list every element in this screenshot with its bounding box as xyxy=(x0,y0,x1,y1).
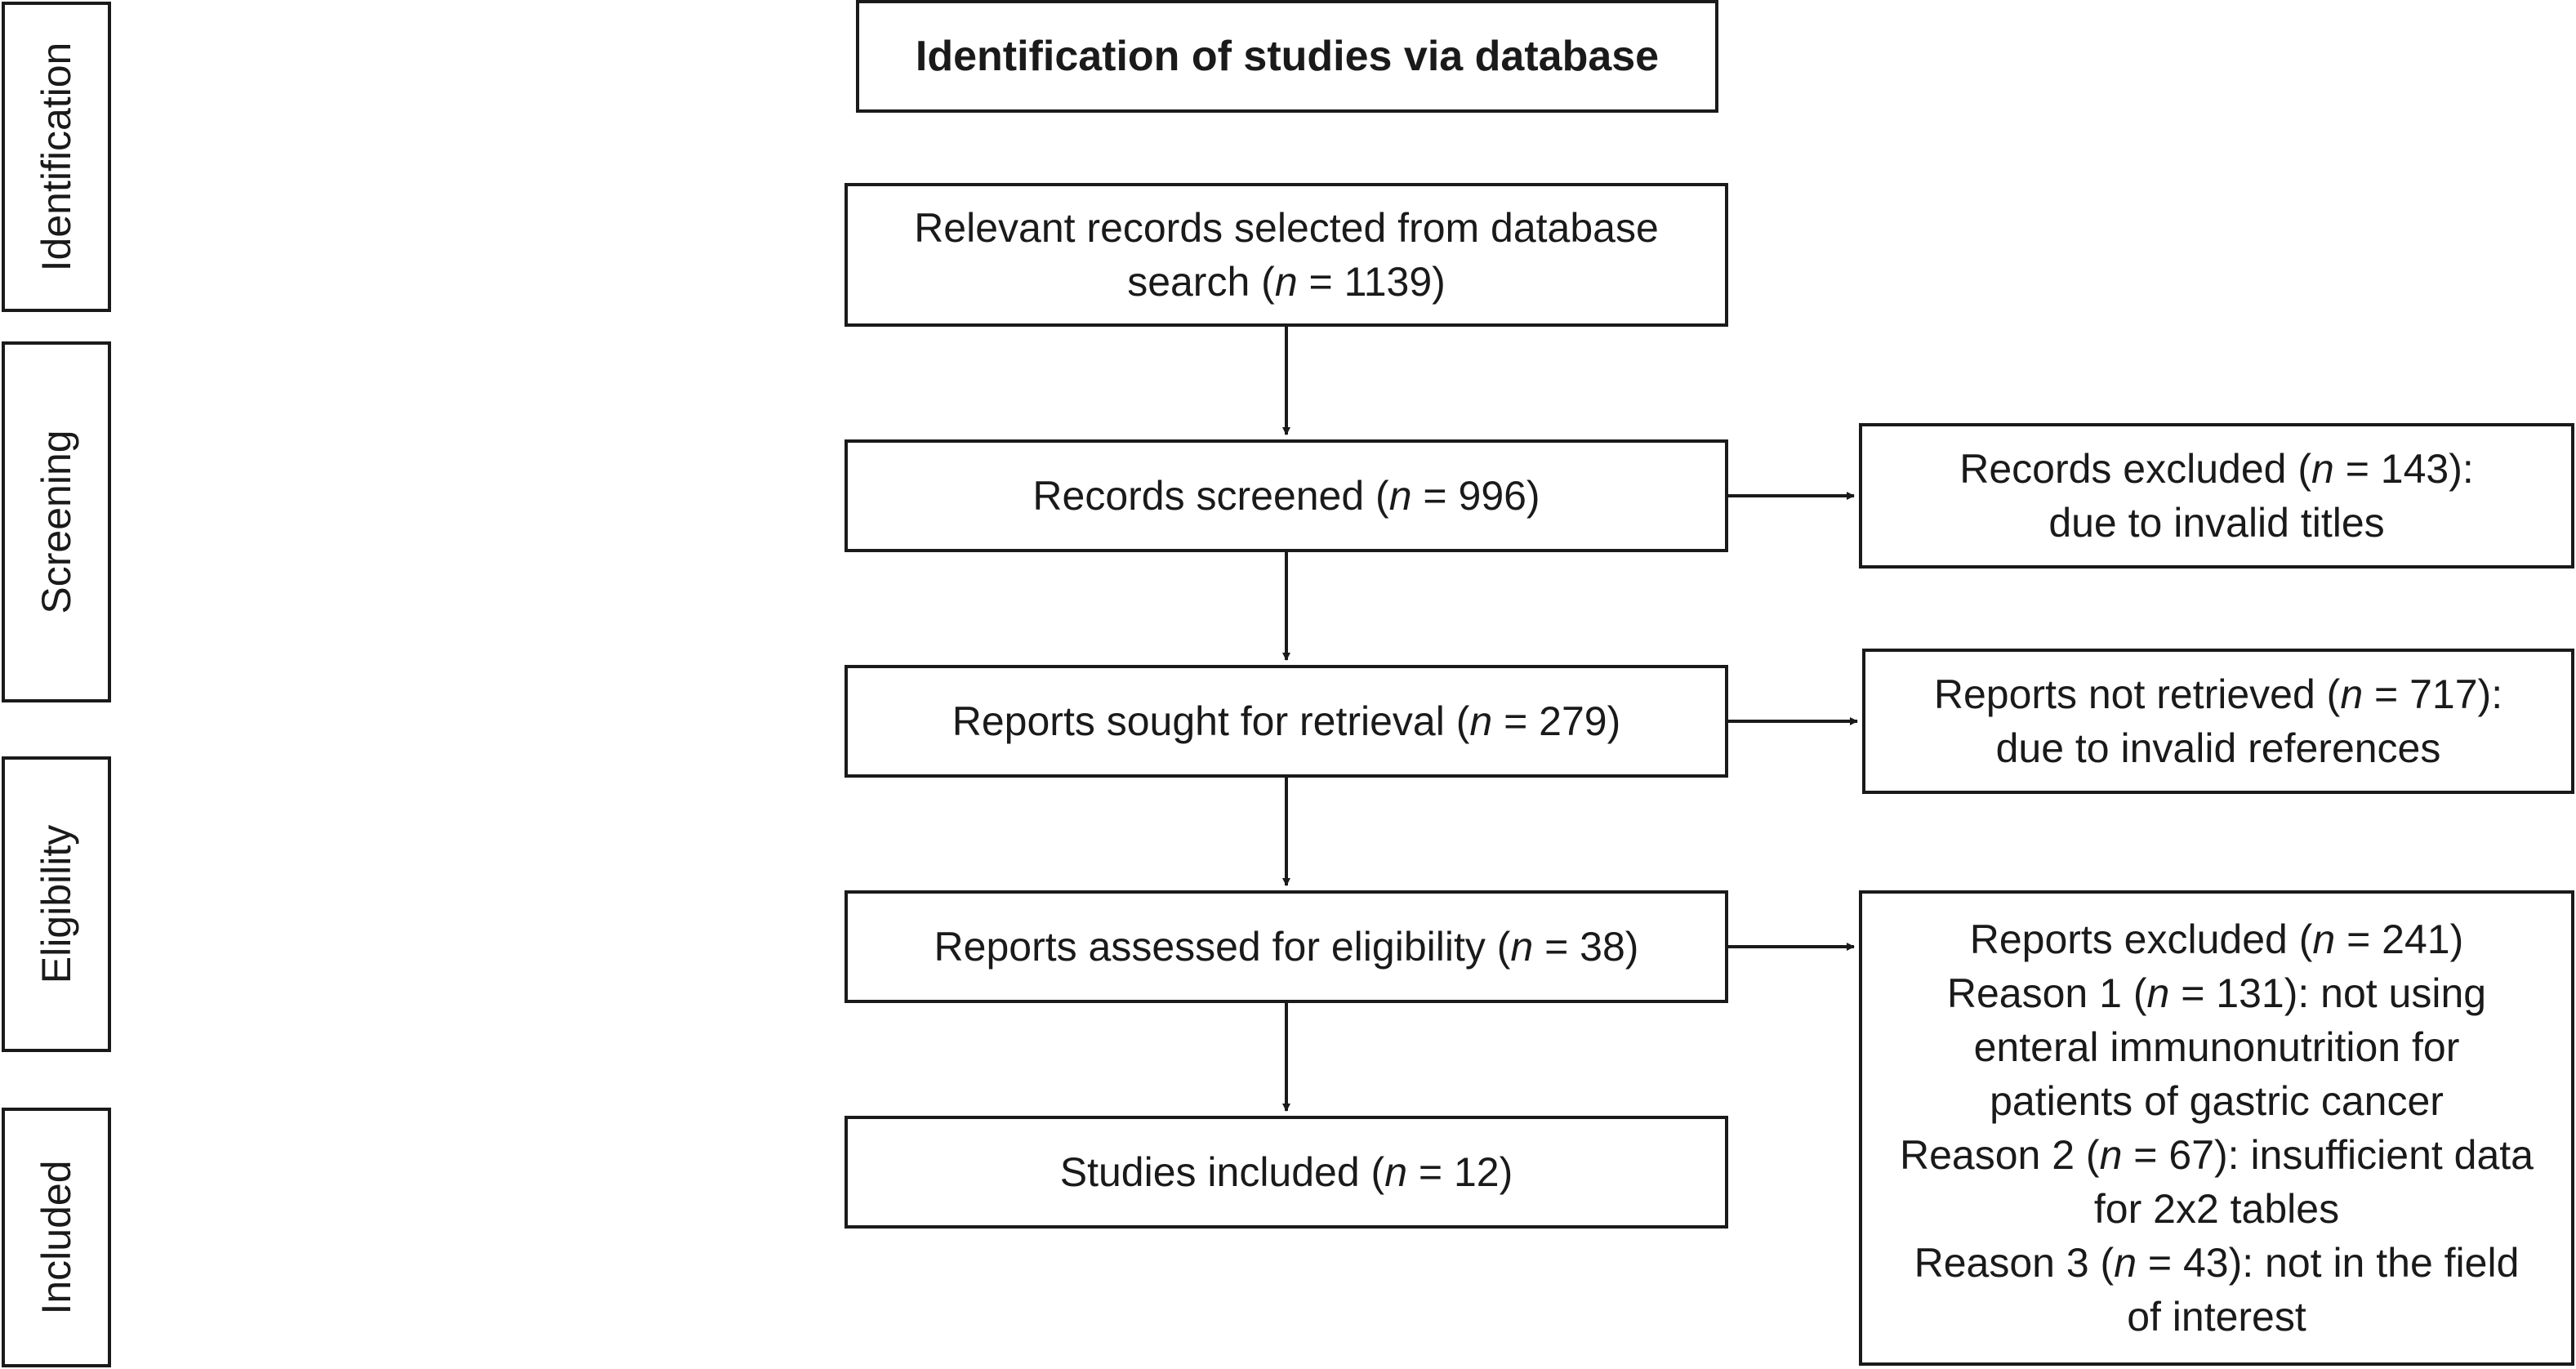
reports-excluded-box: Reports excluded (n = 241) Reason 1 (n =… xyxy=(1859,890,2574,1366)
diagram-title: Identification of studies via database xyxy=(915,33,1660,80)
stage-eligibility: Eligibility xyxy=(2,756,111,1052)
reports-not-retrieved-count: = 717): xyxy=(2363,671,2503,717)
studies-included-count: = 12) xyxy=(1407,1149,1513,1195)
records-excluded-box: Records excluded (n = 143): due to inval… xyxy=(1859,423,2574,569)
records-selected-count: = 1139) xyxy=(1297,259,1446,305)
stage-screening: Screening xyxy=(2,341,111,702)
records-screened-box: Records screened (n = 996) xyxy=(845,439,1728,552)
stage-included: Included xyxy=(2,1108,111,1367)
reports-excluded-count: = 241) xyxy=(2335,916,2464,962)
reason-3: = 43): not in the field xyxy=(2137,1240,2520,1286)
records-excluded-reason: due to invalid titles xyxy=(2048,500,2385,546)
reports-sought-box: Reports sought for retrieval (n = 279) xyxy=(845,665,1728,778)
reports-assessed-box: Reports assessed for eligibility (n = 38… xyxy=(845,890,1728,1003)
reason-1: = 131): not using xyxy=(2169,970,2487,1016)
records-excluded-count: = 143): xyxy=(2333,446,2474,492)
reports-not-retrieved-reason: due to invalid references xyxy=(1995,725,2441,771)
records-selected-box: Relevant records selected from database … xyxy=(845,183,1728,327)
reports-assessed-count: = 38) xyxy=(1533,924,1639,970)
studies-included-box: Studies included (n = 12) xyxy=(845,1116,1728,1229)
records-selected-line1: Relevant records selected from database xyxy=(914,205,1659,251)
records-screened-count: = 996) xyxy=(1411,473,1540,519)
reports-not-retrieved-box: Reports not retrieved (n = 717): due to … xyxy=(1862,649,2574,794)
stage-identification: Identification xyxy=(2,2,111,312)
reports-sought-count: = 279) xyxy=(1492,698,1621,744)
diagram-title-box: Identification of studies via database xyxy=(856,0,1718,113)
reason-2: = 67): insufficient data xyxy=(2122,1132,2534,1178)
